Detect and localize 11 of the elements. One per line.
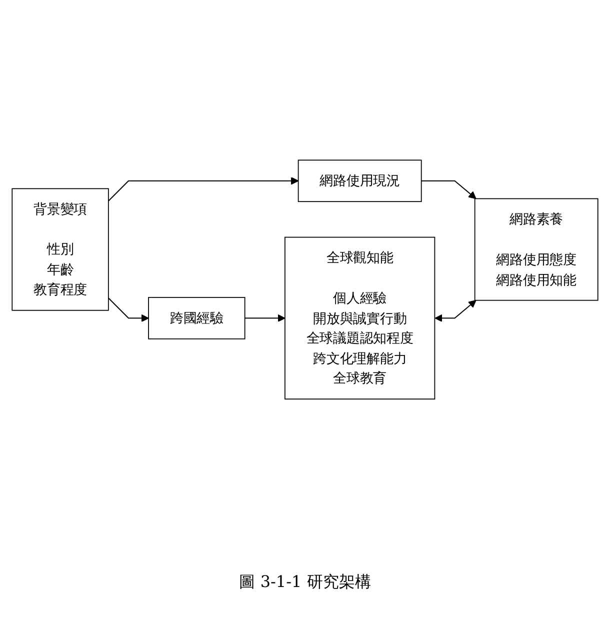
arrow <box>421 180 476 200</box>
node-box: 網路使用現況 <box>298 160 422 202</box>
arrow <box>244 314 286 322</box>
arrow <box>434 300 476 322</box>
caption: 圖 3-1-1 研究架構 <box>239 572 371 593</box>
node-box: 全球觀知能 個人經驗 開放與誠實行動 全球議題認知程度 跨文化理解能力 全球教育 <box>284 237 436 400</box>
node-box: 網路素養 網路使用態度 網路使用知能 <box>474 198 598 302</box>
node-box: 背景變項 性別 年齡 教育程度 <box>12 188 109 312</box>
arrow <box>108 177 299 202</box>
node-box: 跨國經驗 <box>148 297 246 340</box>
arrow <box>108 298 149 322</box>
